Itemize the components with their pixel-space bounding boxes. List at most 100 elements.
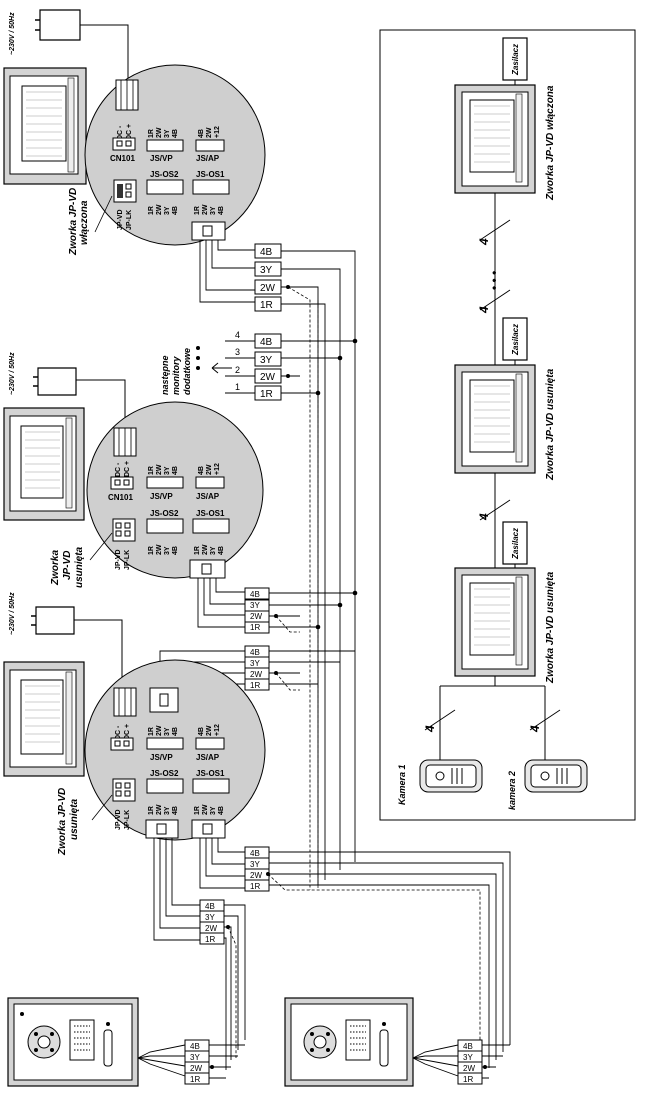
svg-text:3Y: 3Y — [190, 1053, 200, 1062]
svg-text:+12: +12 — [214, 463, 221, 475]
svg-text:3Y: 3Y — [164, 727, 171, 736]
svg-text:+12: +12 — [214, 724, 221, 736]
block-monitor-off-1: Zworka JP-VD usunięta — [454, 364, 556, 481]
svg-text:1R: 1R — [250, 882, 260, 891]
svg-text:3Y: 3Y — [463, 1053, 473, 1062]
svg-text:JP-VD: JP-VD — [117, 209, 124, 230]
svg-text:usunięta: usunięta — [69, 798, 80, 840]
svg-text:3Y: 3Y — [205, 913, 215, 922]
svg-text:3Y: 3Y — [164, 466, 171, 475]
door-station-1-icon: 4B 3Y 2W 1R — [7, 997, 245, 1087]
svg-text:1R: 1R — [148, 806, 155, 815]
svg-text:2W: 2W — [250, 670, 262, 679]
svg-text:3Y: 3Y — [164, 129, 171, 138]
svg-text:2W: 2W — [206, 464, 213, 475]
svg-text:Zworka JP-VD usunięta: Zworka JP-VD usunięta — [545, 571, 556, 684]
power-adapter-bottom-icon — [31, 606, 123, 688]
svg-text:1R: 1R — [190, 1075, 200, 1084]
power-adapter-top-icon — [35, 9, 129, 85]
svg-text:3Y: 3Y — [260, 265, 273, 276]
svg-text:4B: 4B — [198, 466, 205, 475]
monitor-top-board: DC - DC + CN101 1R 2W 3Y 4B JS/VP 4B 2W … — [84, 64, 266, 246]
svg-text:Zasilacz: Zasilacz — [511, 44, 520, 76]
svg-text:JS/AP: JS/AP — [196, 154, 220, 163]
svg-text:4B: 4B — [218, 206, 225, 215]
svg-text:JP-LK: JP-LK — [124, 550, 131, 570]
svg-text:JS-OS1: JS-OS1 — [196, 170, 225, 179]
door-station-2-icon: 4B 3Y 2W 1R — [284, 997, 510, 1087]
svg-text:1R: 1R — [148, 206, 155, 215]
svg-text:2W: 2W — [260, 283, 276, 294]
svg-text:2W: 2W — [156, 204, 163, 215]
svg-text:2W: 2W — [156, 464, 163, 475]
svg-text:JP-LK: JP-LK — [126, 210, 133, 230]
svg-text:1R: 1R — [250, 681, 260, 690]
monitor-mid-jumper-label: Zworka JP-VD usunięta — [50, 532, 113, 588]
monitor-bottom-board: DC - DC + 1R 2W 3Y 4B JS/VP 4B 2W +12 JS… — [84, 659, 266, 841]
svg-text:~230V / 50Hz: ~230V / 50Hz — [9, 352, 16, 395]
svg-text:2W: 2W — [250, 871, 262, 880]
svg-text:DC +: DC + — [124, 461, 131, 477]
svg-text:JS-OS2: JS-OS2 — [150, 170, 179, 179]
monitor-bottom-front — [3, 661, 85, 777]
block-supply-3: Zasilacz — [502, 521, 528, 568]
svg-text:1R: 1R — [148, 727, 155, 736]
svg-text:JP-LK: JP-LK — [124, 810, 131, 830]
block-monitor-on: Zworka JP-VD włączona — [454, 84, 556, 201]
svg-text:DC +: DC + — [126, 124, 133, 140]
svg-text:2: 2 — [235, 365, 240, 375]
svg-text:Zworka JP-VD: Zworka JP-VD — [57, 788, 68, 856]
svg-text:1R: 1R — [148, 129, 155, 138]
svg-text:1R: 1R — [260, 389, 273, 400]
svg-text:3Y: 3Y — [250, 860, 260, 869]
svg-text:4B: 4B — [260, 337, 273, 348]
svg-text:3Y: 3Y — [164, 206, 171, 215]
svg-text:4B: 4B — [250, 648, 260, 657]
svg-text:2W: 2W — [156, 725, 163, 736]
svg-text:3Y: 3Y — [164, 806, 171, 815]
svg-text:2W: 2W — [156, 127, 163, 138]
monitor-mid-front — [3, 407, 85, 521]
svg-text:3Y: 3Y — [210, 206, 217, 215]
svg-text:DC -: DC - — [115, 462, 122, 477]
svg-text:Zasilacz: Zasilacz — [511, 324, 520, 356]
svg-text:1R: 1R — [194, 206, 201, 215]
svg-text:2W: 2W — [202, 544, 209, 555]
monitor-top-front — [3, 67, 87, 185]
svg-text:1: 1 — [235, 382, 240, 392]
svg-text:2W: 2W — [206, 127, 213, 138]
block-link-2: 4 — [477, 473, 511, 568]
svg-text:4: 4 — [528, 725, 542, 733]
svg-text:4: 4 — [235, 330, 240, 340]
svg-text:4: 4 — [477, 238, 491, 246]
svg-text:3Y: 3Y — [210, 546, 217, 555]
svg-text:1R: 1R — [148, 466, 155, 475]
svg-text:4B: 4B — [172, 806, 179, 815]
svg-text:3Y: 3Y — [210, 806, 217, 815]
wire-bus-top: 4B 3Y 2W 1R — [199, 240, 356, 890]
svg-text:4B: 4B — [250, 849, 260, 858]
svg-text:JS-OS1: JS-OS1 — [196, 769, 225, 778]
block-link-1: 4 4 • • • — [477, 193, 511, 365]
svg-text:2W: 2W — [250, 612, 262, 621]
wire-bus-mid: 4B 3Y 2W 1R — [197, 578, 358, 634]
svg-text:2W: 2W — [190, 1064, 202, 1073]
svg-text:dodatkowe: dodatkowe — [182, 348, 192, 395]
svg-text:2W: 2W — [156, 544, 163, 555]
svg-text:Kamera 1: Kamera 1 — [397, 764, 407, 805]
svg-text:+12: +12 — [214, 126, 221, 138]
svg-text:4B: 4B — [172, 466, 179, 475]
svg-text:4B: 4B — [172, 129, 179, 138]
svg-text:1R: 1R — [194, 546, 201, 555]
svg-text:DC -: DC - — [117, 125, 124, 140]
svg-text:~230V / 50Hz: ~230V / 50Hz — [9, 12, 16, 55]
svg-text:4: 4 — [477, 306, 491, 314]
svg-text:Zworka JP-VD usunięta: Zworka JP-VD usunięta — [545, 368, 556, 481]
svg-text:4B: 4B — [198, 727, 205, 736]
block-supply-2: Zasilacz — [502, 317, 528, 365]
power-label-bottom: ~230V / 50Hz — [9, 592, 16, 635]
wire-bus-extra: 4B 3Y 2W 1R 4 3 2 1 następne monitory do… — [160, 330, 358, 401]
svg-text:Zworka: Zworka — [50, 550, 61, 586]
block-camera-links: 4 4 — [423, 676, 561, 760]
